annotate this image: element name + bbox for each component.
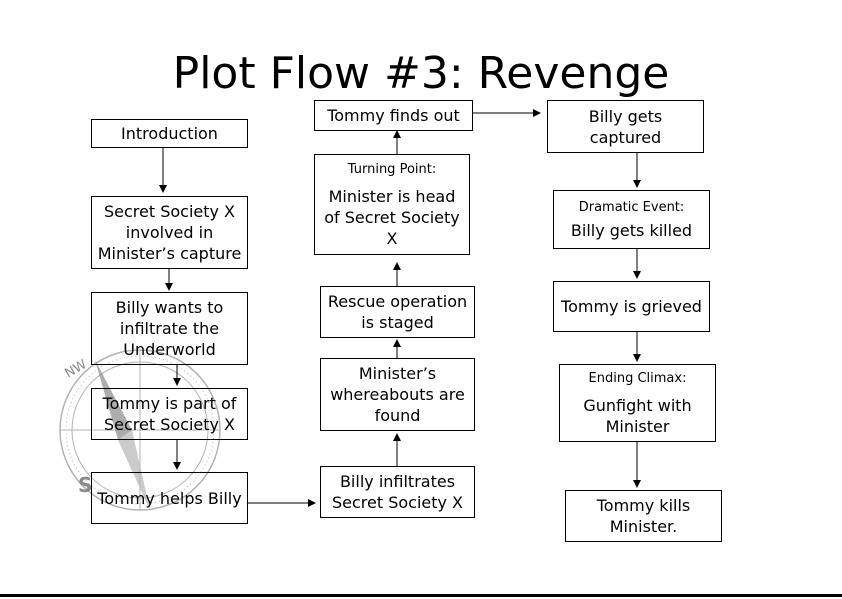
node-text: Minister’s whereabouts are found: [330, 364, 465, 425]
node-text: Secret Society X involved in Minister’s …: [97, 202, 242, 263]
node-label: Turning Point:: [347, 161, 437, 177]
node-text: Rescue operation is staged: [327, 292, 468, 332]
node-text: Billy infiltrates Secret Society X: [331, 472, 464, 512]
node-text: Tommy is part of Secret Society X: [102, 394, 237, 434]
node-dramatic-event: Dramatic Event: Billy gets killed: [553, 190, 710, 249]
node-tommy-helps: Tommy helps Billy: [91, 472, 248, 524]
node-text: Introduction: [121, 124, 218, 143]
page-title: Plot Flow #3: Revenge: [172, 48, 670, 99]
node-ending-climax: Ending Climax: Gunfight with Minister: [559, 364, 716, 442]
node-text: Billy gets killed: [570, 220, 693, 240]
node-whereabouts: Minister’s whereabouts are found: [320, 358, 475, 431]
node-secret-society: Secret Society X involved in Minister’s …: [91, 196, 248, 269]
node-label: Ending Climax:: [588, 370, 687, 386]
node-billy-captured: Billy gets captured: [547, 100, 704, 153]
svg-text:S: S: [78, 473, 92, 497]
node-introduction: Introduction: [91, 119, 248, 148]
node-label: Dramatic Event:: [578, 199, 685, 215]
node-text: Tommy finds out: [327, 106, 460, 125]
node-tommy-kills: Tommy kills Minister.: [565, 490, 722, 542]
node-text: Billy gets captured: [588, 106, 663, 147]
node-tommy-part: Tommy is part of Secret Society X: [91, 388, 248, 440]
node-text: Billy wants to infiltrate the Underworld: [115, 298, 224, 359]
node-text: Gunfight with Minister: [583, 395, 692, 436]
node-text: Tommy is grieved: [561, 297, 702, 316]
node-billy-wants: Billy wants to infiltrate the Underworld: [91, 292, 248, 365]
node-billy-infiltrates: Billy infiltrates Secret Society X: [320, 466, 475, 518]
node-text: Tommy kills Minister.: [596, 496, 691, 536]
node-turning-point: Turning Point: Minister is head of Secre…: [314, 154, 470, 255]
node-tommy-finds: Tommy finds out: [314, 100, 473, 131]
node-text: Tommy helps Billy: [97, 488, 242, 508]
node-text: Minister is head of Secret Society X: [324, 186, 460, 248]
node-rescue: Rescue operation is staged: [320, 286, 475, 338]
footer-divider: [0, 594, 842, 597]
node-tommy-grieved: Tommy is grieved: [553, 281, 710, 332]
